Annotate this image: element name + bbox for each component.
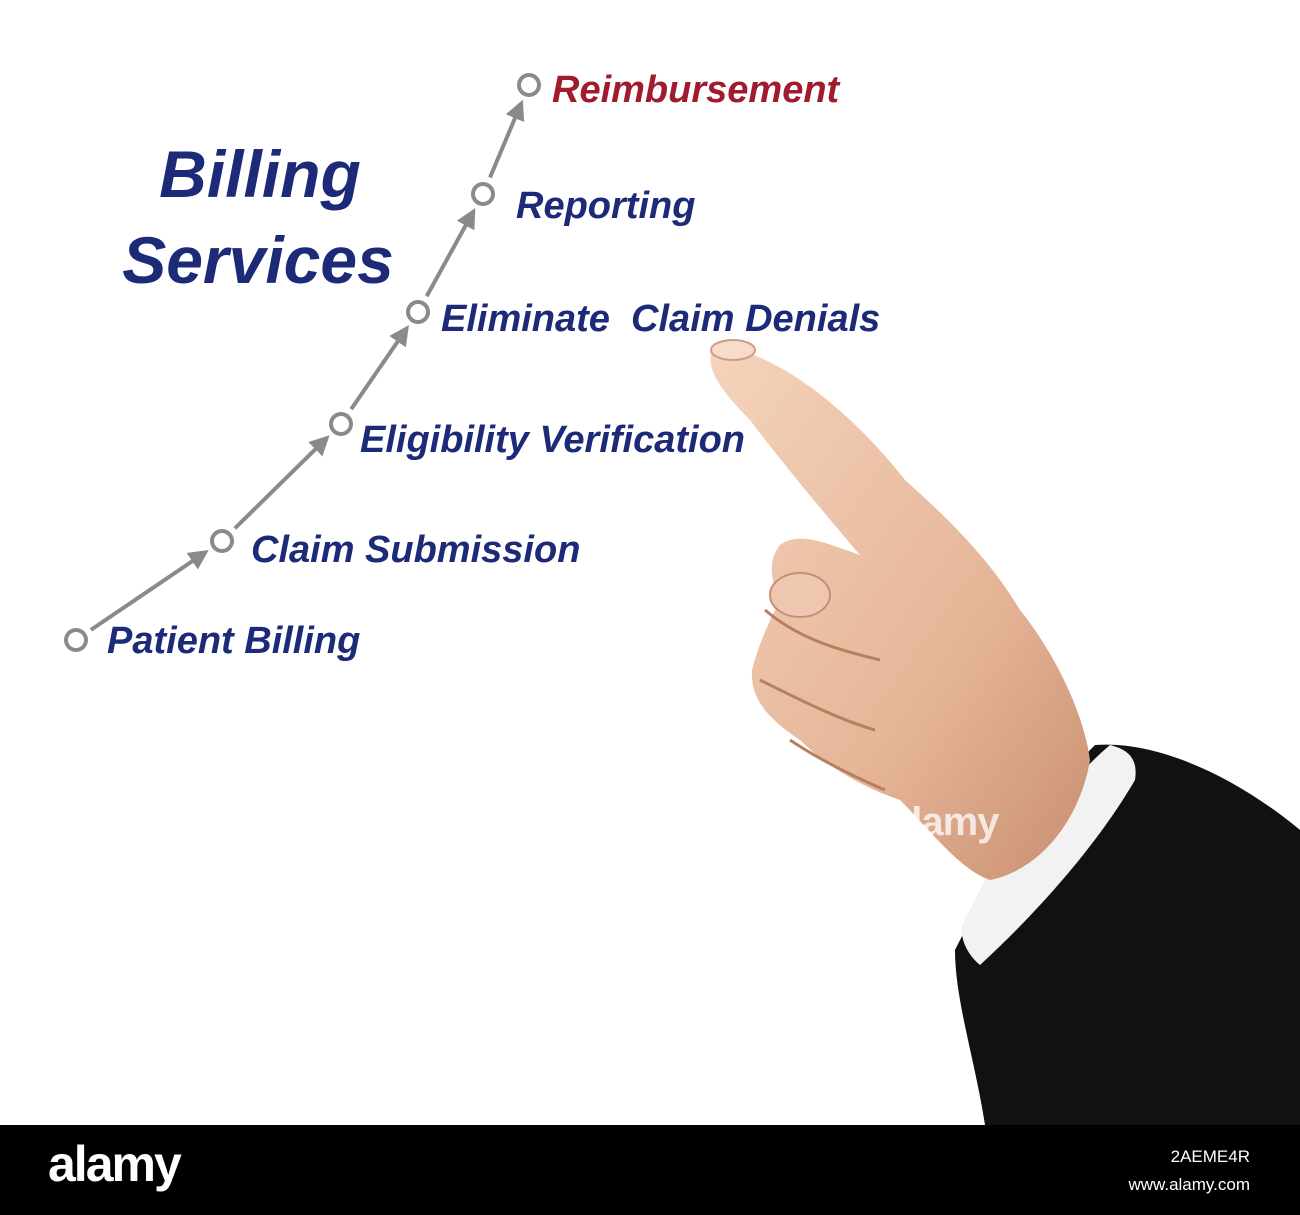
watermark: alamy	[890, 800, 999, 844]
diagram-title-line-1: Billing	[159, 137, 361, 211]
diagram-canvas: Billing Services Patient Billing Claim S…	[64, 69, 1300, 1125]
arrow-icon	[488, 99, 525, 179]
step-circle-icon	[64, 628, 88, 652]
step-label-eligibility-verification: Eligibility Verification	[360, 419, 745, 461]
step-circle-icon	[517, 73, 541, 97]
step-circle-icon	[210, 529, 234, 553]
diagram-graphics	[64, 73, 1300, 1125]
step-label-reporting: Reporting	[516, 185, 696, 227]
footer-url: www.alamy.com	[1128, 1175, 1250, 1194]
step-label-eliminate-claim-denials: Eliminate Claim Denials	[441, 298, 881, 340]
step-circle-icon	[471, 182, 495, 206]
footer-logo: alamy	[48, 1136, 182, 1192]
arrow-icon	[424, 208, 476, 298]
arrow-icon	[89, 549, 209, 632]
stock-footer-bar: alamy 2AEME4R www.alamy.com	[0, 1125, 1300, 1215]
step-circle-icon	[406, 300, 430, 324]
connector-arrows	[89, 99, 525, 632]
arrow-icon	[233, 435, 330, 530]
footer-image-id: 2AEME4R	[1170, 1147, 1250, 1166]
step-circle-icon	[329, 412, 353, 436]
step-label-reimbursement: Reimbursement	[552, 69, 840, 111]
diagram-title-line-2: Services	[122, 223, 394, 297]
step-markers	[64, 73, 541, 652]
step-label-patient-billing: Patient Billing	[107, 620, 361, 662]
arrow-icon	[349, 325, 409, 411]
pointing-hand-icon	[710, 339, 1300, 1125]
step-label-claim-submission: Claim Submission	[251, 529, 581, 571]
